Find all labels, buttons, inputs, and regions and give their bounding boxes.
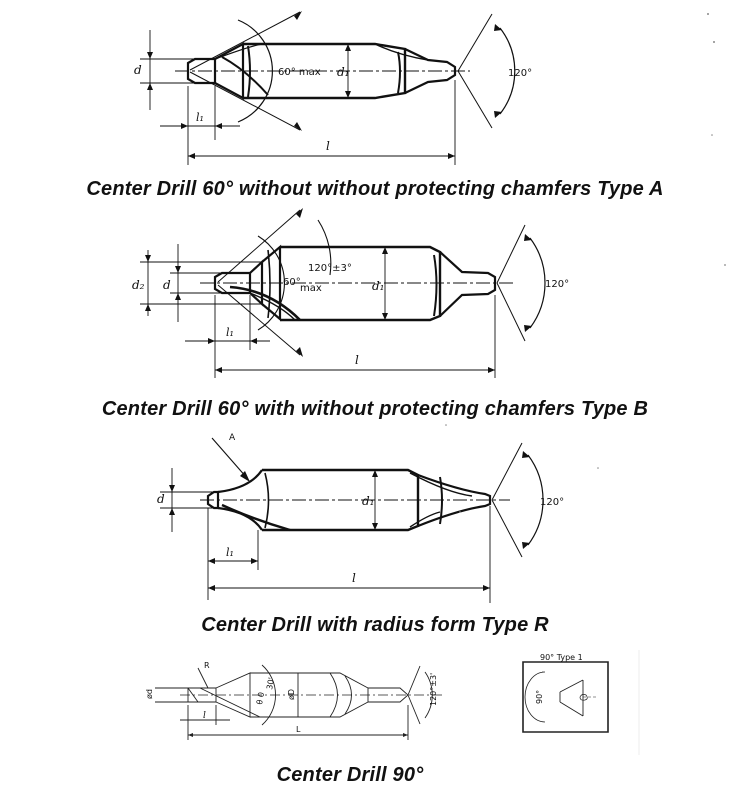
drill-90-r-label: R [204, 661, 210, 670]
drill-90-theta-tol: 30' [265, 677, 276, 691]
drill-type-a [140, 11, 515, 165]
drill-90-l-label: l [203, 711, 206, 721]
type-b-d1-label: d₁ [372, 279, 385, 293]
drill-90-degree [155, 665, 445, 740]
caption-type-b: Center Drill 60° with without protecting… [101, 398, 649, 420]
type-b-l-label: l [355, 353, 359, 367]
drill-90-d-label: ød [145, 689, 154, 699]
drill-90-angle-label: 120°±3' [429, 673, 438, 706]
type-b-d-label: d [163, 278, 171, 292]
type-b-d2-label: d₂ [132, 278, 145, 292]
type-b-chamfer-angle: 120°±3° [308, 263, 352, 274]
type-a-d1-label: d₁ [337, 65, 350, 79]
type-b-l1-label: l₁ [226, 326, 234, 339]
drill-90-big-d-label: øD [287, 689, 296, 700]
type-r-l-label: l [352, 571, 356, 585]
drill-type-r [160, 438, 543, 603]
caption-type-r: Center Drill with radius form Type R [201, 614, 549, 636]
type-a-outer-angle: 120° [508, 68, 532, 79]
type-a-d-label: d [134, 63, 142, 77]
type-a-l-label: l [326, 139, 330, 153]
drill-type-b [140, 208, 545, 378]
inset-title: 90° Type 1 [540, 653, 583, 662]
type-a-l1-label: l₁ [196, 111, 204, 124]
scan-specks [445, 13, 726, 755]
drill-90-big-l-label: L [296, 725, 301, 734]
inset-angle-label: 90° [535, 690, 544, 704]
type-b-inner-angle-max: max [300, 283, 322, 294]
type-r-l1-label: l₁ [226, 546, 234, 559]
drill-90-inset [523, 662, 608, 732]
type-b-outer-angle: 120° [545, 279, 569, 290]
drill-90-theta-label: θ 0 [255, 691, 266, 705]
caption-type-a: Center Drill 60° without without protect… [86, 178, 664, 200]
type-r-outer-angle: 120° [540, 497, 564, 508]
type-r-arrow-label: A [229, 433, 236, 443]
caption-drill-90: Center Drill 90° [276, 764, 424, 786]
type-b-inner-angle: 60° [283, 277, 301, 288]
type-r-d-label: d [157, 492, 165, 506]
type-a-inner-angle: 60° max [278, 67, 321, 78]
type-r-d1-label: d₁ [362, 494, 375, 508]
